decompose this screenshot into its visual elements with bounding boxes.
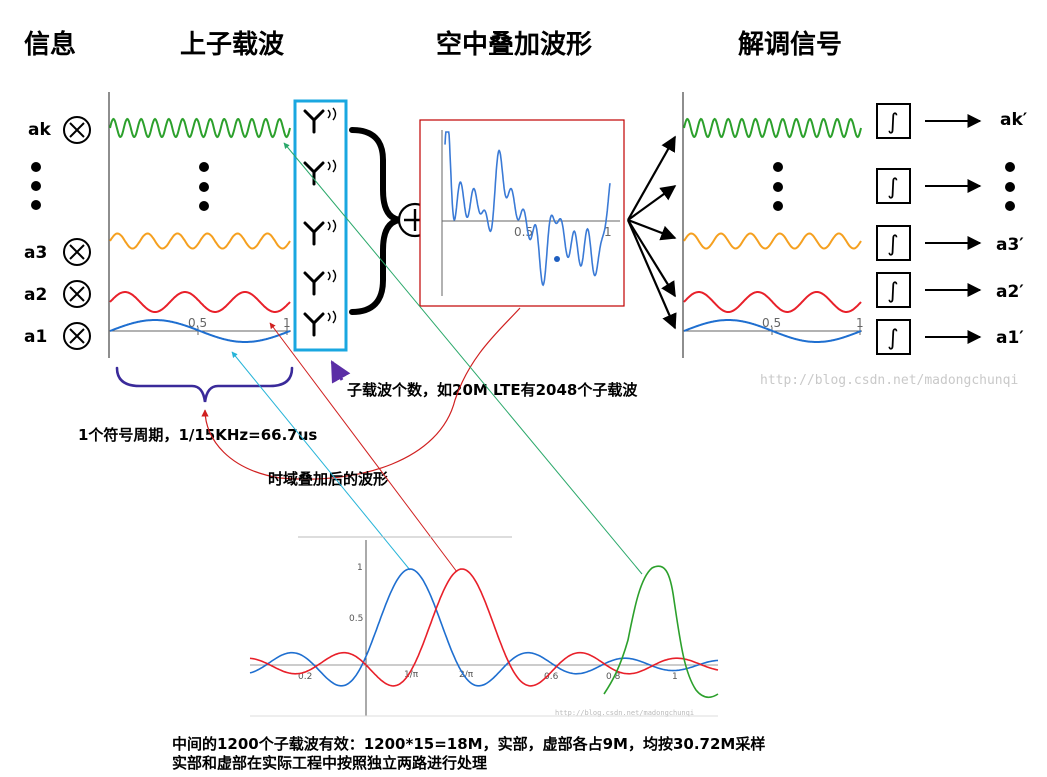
antenna-icon: [303, 159, 337, 186]
carrier-wave-a1: [109, 319, 291, 343]
spectrum-red-curve: [249, 568, 719, 687]
subcarrier-count-label: 子载波个数，如20M LTE有2048个子载波: [347, 381, 638, 399]
input-symbol-a3: a3: [24, 243, 47, 263]
carrier-wave-a3: [109, 232, 291, 250]
blue-carrier-connector: [231, 351, 411, 571]
footer-note-line2: 实部和虚部在实际工程中按照独立两路进行处理: [172, 754, 487, 772]
integrator-icon: ∫: [876, 272, 911, 308]
multiplier-icon: [63, 238, 91, 266]
input-symbol-a2: a2: [24, 285, 47, 305]
output-symbol-a3: a3′: [996, 235, 1024, 255]
ellipsis-dots-icon: [199, 162, 209, 211]
tick-label-half: 0.5: [188, 316, 207, 330]
combined-waveform: [444, 131, 611, 287]
spectrum-x-tick: 2/π: [459, 670, 474, 680]
time-domain-connector: [201, 307, 521, 480]
spectrum-y-tick: 1: [357, 563, 363, 573]
center-tick-half: 0.5: [514, 225, 533, 239]
sample-point: [554, 256, 560, 262]
spectrum-x-tick: 1/π: [404, 670, 419, 680]
svg-text:∫: ∫: [887, 110, 898, 135]
fan-out-arrows: [626, 135, 677, 330]
svg-text:∫: ∫: [887, 279, 898, 304]
ellipsis-dots-icon: [1005, 162, 1015, 211]
demod-wave-ak: [683, 117, 862, 139]
spectrum-x-tick: 1: [672, 672, 678, 682]
spectrum-x-tick: 0.2: [298, 672, 312, 682]
antenna-icon: [303, 269, 337, 296]
integrator-icon: ∫: [876, 103, 911, 139]
ellipsis-dots-icon: [773, 162, 783, 211]
output-symbol-a2: a2′: [996, 282, 1024, 302]
demod-wave-a1: [683, 319, 862, 343]
header-air-waveform: 空中叠加波形: [436, 29, 592, 60]
multiplier-icon: [63, 116, 91, 144]
subcarrier-count-arrow: [330, 360, 351, 384]
spectrum-y-tick: 0.5: [349, 614, 363, 624]
svg-text:∫: ∫: [887, 326, 898, 351]
antenna-box: [293, 99, 348, 352]
integrator-icon: ∫: [876, 225, 911, 261]
symbol-period-brace: [115, 366, 294, 403]
right-tick-half: 0.5: [762, 316, 781, 330]
center-tick-one: 1: [604, 225, 612, 239]
symbol-period-label: 1个符号周期，1/15KHz=66.7us: [78, 426, 317, 444]
spectrum-x-tick: 0.6: [544, 672, 559, 682]
header-subcarrier: 上子载波: [180, 30, 285, 60]
carrier-wave-a2: [109, 291, 291, 313]
combined-waveform-frame: [419, 119, 625, 307]
spectrum-plot: 1 0.5 0.2 1/π 2/π 0.6 0.8 1 http://blog.…: [249, 536, 719, 717]
integrator-icon: ∫: [876, 319, 911, 355]
ellipsis-dots-icon: [31, 162, 41, 210]
input-symbol-ak: ak: [28, 120, 51, 140]
svg-text:∫: ∫: [887, 175, 898, 200]
green-carrier-connector: [283, 142, 643, 575]
integrator-icon: ∫: [876, 168, 911, 204]
spectrum-green-curve: [603, 565, 719, 699]
output-symbol-a1: a1′: [996, 328, 1024, 348]
header-info: 信息: [24, 29, 76, 60]
tick-label-one: 1: [283, 316, 291, 330]
spectrum-watermark: http://blog.csdn.net/madongchunqi: [555, 709, 694, 717]
carrier-wave-ak: [109, 117, 291, 139]
footer-note-line1: 中间的1200个子载波有效：1200*15=18M，实部，虚部各占9M，均按30…: [172, 735, 765, 753]
output-symbol-ak: ak′: [1000, 110, 1028, 130]
antenna-icon: [303, 107, 337, 134]
svg-text:∫: ∫: [887, 232, 898, 257]
summation-brace: [349, 127, 401, 315]
input-symbol-a1: a1: [24, 327, 47, 347]
spectrum-blue-curve: [249, 568, 719, 687]
multiplier-icon: [63, 322, 91, 350]
demod-wave-a3: [683, 232, 862, 250]
header-demod: 解调信号: [738, 30, 842, 60]
watermark: http://blog.csdn.net/madongchunqi: [760, 373, 1018, 388]
demod-wave-a2: [683, 291, 862, 313]
right-tick-one: 1: [856, 316, 864, 330]
antenna-icon: [303, 219, 337, 246]
time-domain-label: 时域叠加后的波形: [268, 470, 388, 488]
multiplier-icon: [63, 280, 91, 308]
red-carrier-connector: [269, 322, 458, 573]
antenna-icon: [303, 310, 337, 337]
